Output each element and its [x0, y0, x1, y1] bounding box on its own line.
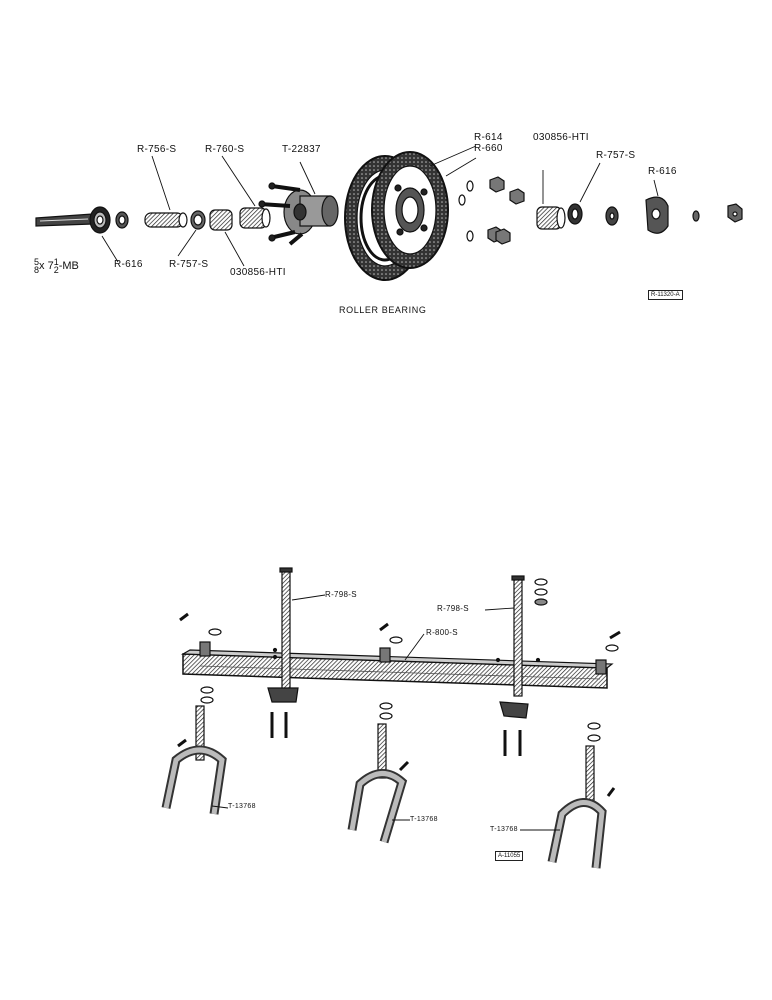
label-r757s-right: R-757-S — [596, 150, 636, 161]
end-washer — [692, 210, 700, 222]
label-r614: R-614 — [474, 132, 503, 143]
label-t13768-left: T-13768 — [228, 803, 256, 810]
label-r798s-left: R-798-S — [325, 590, 357, 599]
label-ht1-left: 030856-HTI — [230, 267, 286, 278]
wheel-hub — [258, 182, 339, 246]
label-r616-left: R-616 — [114, 259, 143, 270]
label-r757s-left: R-757-S — [169, 259, 209, 270]
spacer-tube — [144, 212, 188, 228]
tool-bar — [180, 649, 614, 689]
fork-right — [547, 745, 607, 869]
wheel-rim-inner — [371, 151, 449, 269]
label-t13768-middle: T-13768 — [410, 816, 438, 823]
label-t22837: T-22837 — [282, 144, 321, 155]
ref-code-1: R-11320-A — [648, 290, 683, 300]
bushing-r760 — [239, 207, 271, 229]
bearing-left — [89, 206, 111, 234]
fork-middle — [347, 723, 408, 844]
leader-lines — [101, 145, 659, 267]
label-r616-right: R-616 — [648, 166, 677, 177]
label-t13768-right: T-13768 — [490, 826, 518, 833]
bushing-right — [536, 206, 566, 230]
label-r800s: R-800-S — [426, 628, 458, 637]
toolbar-assembly — [161, 567, 621, 869]
label-r798s-right: R-798-S — [437, 604, 469, 613]
bushing-left — [209, 209, 233, 231]
shank-right — [511, 575, 525, 697]
washer-right — [605, 206, 619, 226]
washer-stack — [534, 578, 548, 606]
axle-bolt — [35, 213, 93, 227]
leader-lines-2 — [211, 594, 560, 831]
label-r756s: R-756-S — [137, 144, 177, 155]
seal-left — [190, 210, 206, 230]
roller-bearing-assembly — [35, 145, 743, 281]
ref-code-2: A-11055 — [495, 851, 524, 861]
fork-left — [161, 705, 227, 815]
label-ht1-right: 030856-HTI — [533, 132, 589, 143]
label-r760s: R-760-S — [205, 144, 245, 155]
axle-nut — [727, 203, 743, 223]
shank-left — [279, 567, 293, 691]
washer-left — [115, 211, 129, 229]
label-r660: R-660 — [474, 143, 503, 154]
seal-right — [567, 203, 583, 225]
caption-roller-bearing: ROLLER BEARING — [339, 305, 427, 315]
bearing-right — [645, 196, 669, 234]
wheel-nuts — [458, 176, 525, 245]
